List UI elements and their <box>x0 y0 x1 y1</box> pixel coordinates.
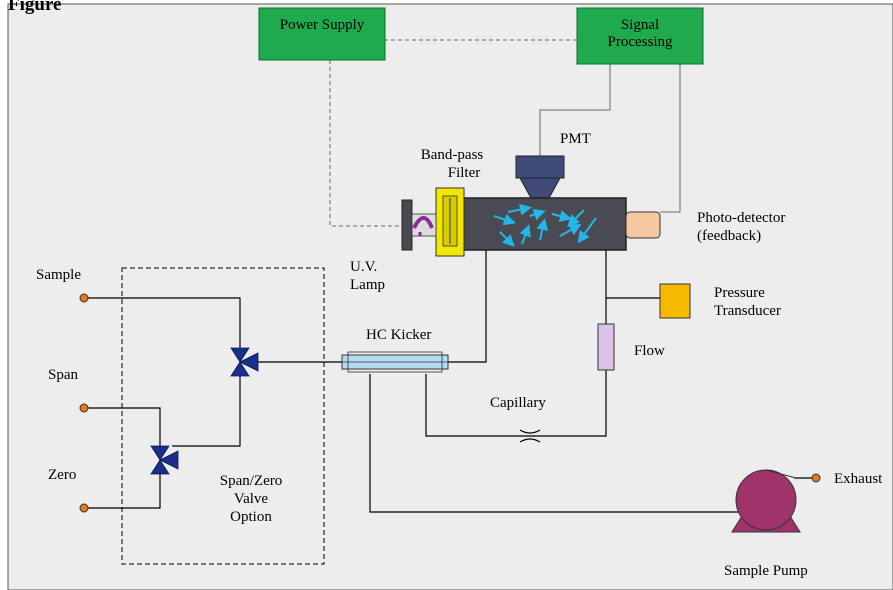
pmt-label: PMT <box>560 131 591 147</box>
sample-valve-icon <box>230 347 259 377</box>
sample-port-icon <box>79 293 89 303</box>
photo-detector-text: Photo-detector <box>697 210 786 226</box>
photo-detector <box>625 211 661 239</box>
signal-processing-label: Signal Processing <box>577 17 703 51</box>
span-zero-valve-icon <box>150 445 179 475</box>
sample-pump-label: Sample Pump <box>724 563 808 579</box>
figure-caption: Figure <box>8 0 62 15</box>
light-arrows-icon <box>493 203 597 247</box>
pressure-text: Pressure <box>714 285 765 301</box>
filter-text: Filter <box>447 165 481 181</box>
valve-text: Valve <box>233 491 269 507</box>
uv-lamp-label: U.V. Lamp <box>350 258 385 294</box>
hc-kicker <box>341 351 449 373</box>
valve-option-box <box>121 267 325 565</box>
zero-port-icon <box>79 503 89 513</box>
pressure-transducer <box>659 283 691 319</box>
band-pass-text: Band-pass <box>420 147 484 163</box>
signal-wiring <box>539 64 681 213</box>
capillary-label: Capillary <box>490 395 546 411</box>
signal-processing-box <box>576 7 704 65</box>
valve-option-label: Span/Zero Valve Option <box>206 472 296 526</box>
feedback-text: (feedback) <box>697 228 762 244</box>
processing-text: Processing <box>607 34 673 50</box>
exhaust-label: Exhaust <box>834 471 883 487</box>
pressure-transducer-label: Pressure Transducer <box>714 284 781 320</box>
band-pass-filter-label: Band-pass Filter <box>410 146 494 182</box>
exhaust-port-icon <box>811 473 821 483</box>
span-port-icon <box>79 403 89 413</box>
flow-label: Flow <box>634 343 665 359</box>
zero-label: Zero <box>48 467 77 483</box>
capillary-icon <box>519 429 541 443</box>
power-supply-box <box>258 7 386 61</box>
photo-detector-label: Photo-detector (feedback) <box>697 209 785 245</box>
uv-text: U.V. <box>350 259 378 275</box>
band-pass-filter <box>435 187 465 257</box>
power-supply-label: Power Supply <box>259 17 385 34</box>
sample-pump <box>731 469 801 533</box>
lamp-text: Lamp <box>350 277 385 293</box>
option-text: Option <box>230 509 272 525</box>
pmt-icon <box>515 155 565 201</box>
sample-label: Sample <box>36 267 81 283</box>
power-supply-text: Power Supply <box>279 17 365 33</box>
uv-lamp <box>401 199 437 251</box>
hc-kicker-label: HC Kicker <box>366 327 432 343</box>
signal-text: Signal <box>620 17 660 33</box>
flow-meter <box>597 323 615 371</box>
transducer-text: Transducer <box>714 303 781 319</box>
gas-plumbing <box>84 250 812 513</box>
span-label: Span <box>48 367 78 383</box>
span-zero-text: Span/Zero <box>219 473 283 489</box>
